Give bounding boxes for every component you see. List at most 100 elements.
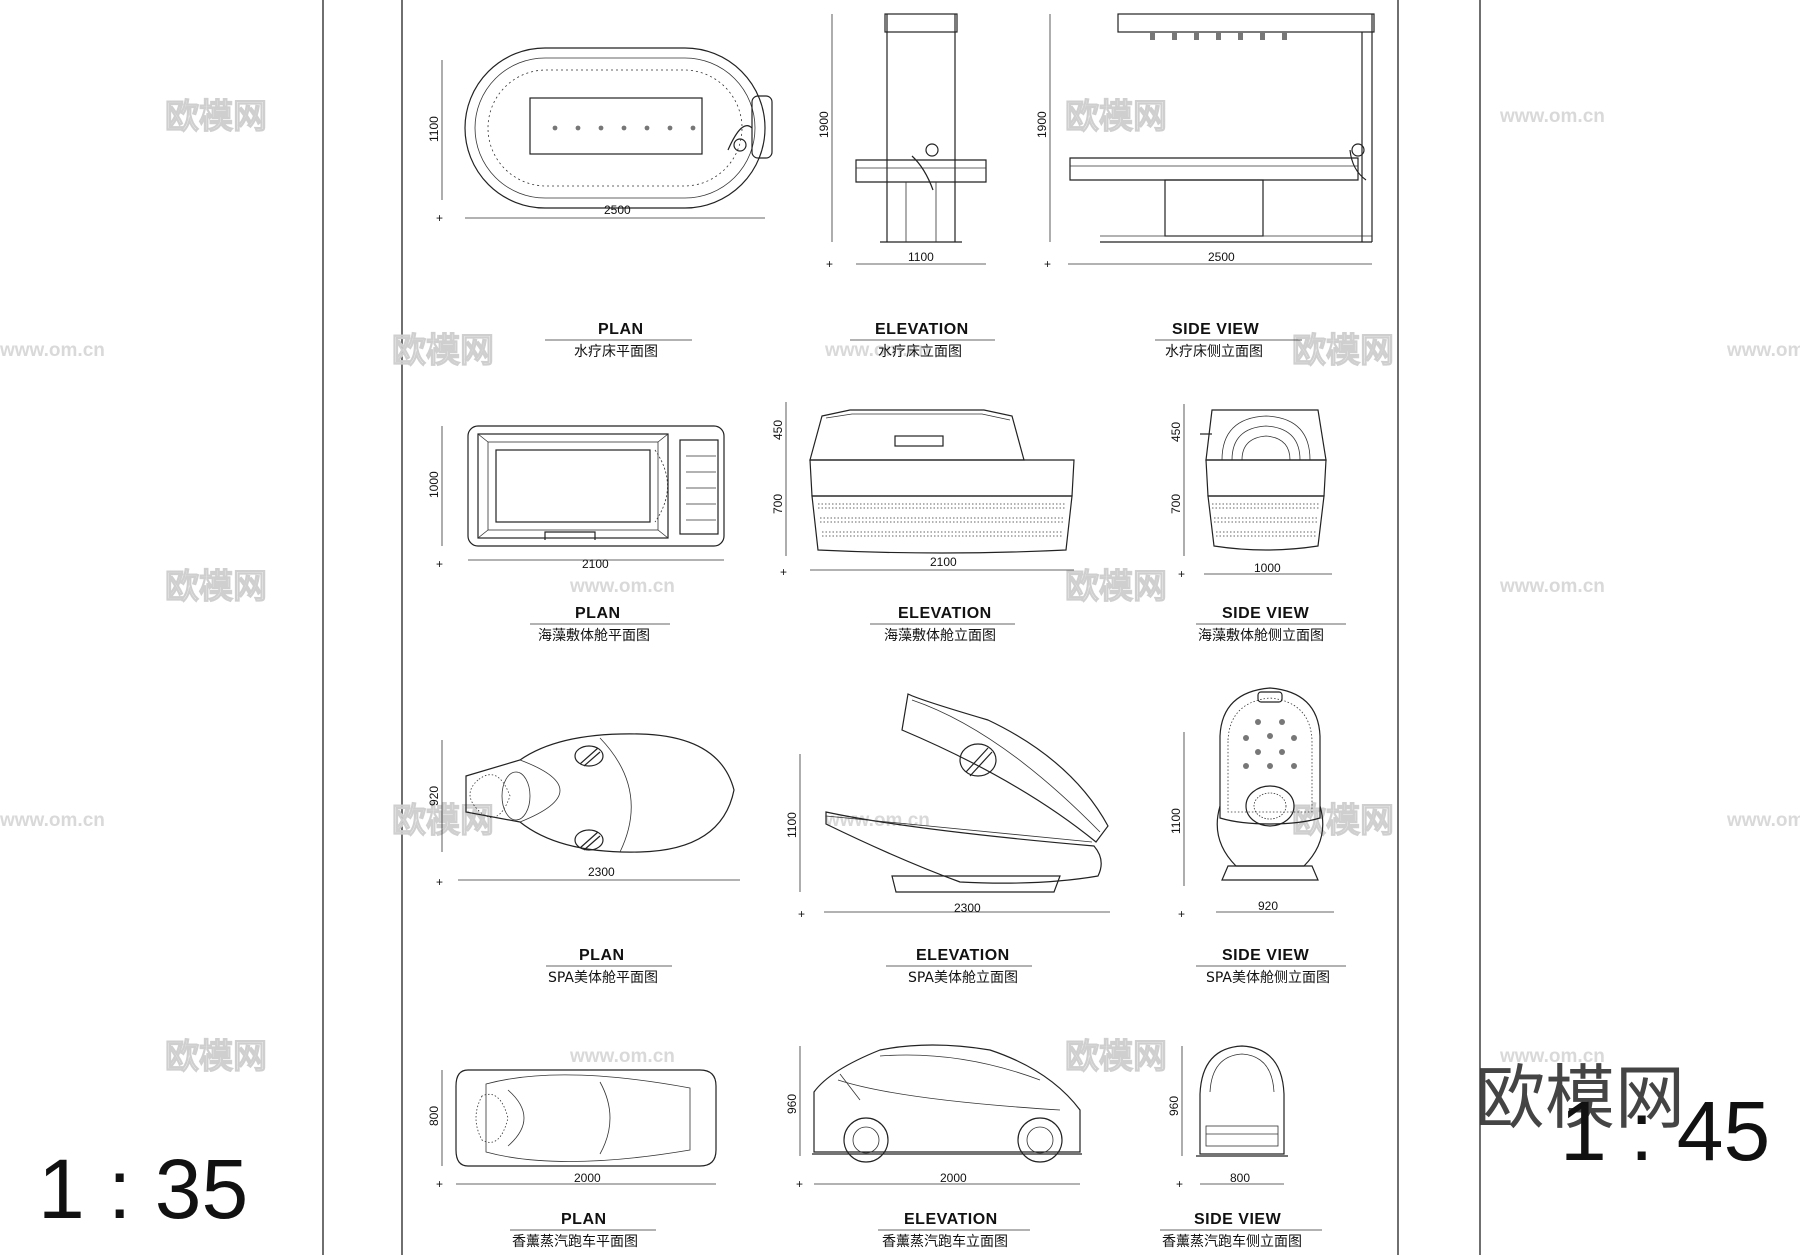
sheet-frame [322,0,1481,1255]
view-title: ELEVATION [904,1211,998,1228]
view-title: ELEVATION [916,947,1010,964]
view-title: ELEVATION [875,321,969,338]
view-subtitle: 香薰蒸汽跑车侧立面图 [1162,1233,1302,1250]
view-subtitle: 海藻敷体舱平面图 [538,628,650,644]
watermark-brand: 欧模网 [165,1037,267,1077]
watermark-url: www.om.cn [1499,576,1605,597]
scale-label-left: 1 : 35 [38,1142,248,1236]
watermark-url: www.om.cn [0,810,105,831]
dim-label: 2000 [940,1171,967,1185]
view-title: SIDE VIEW [1222,947,1310,964]
watermark-brand: 欧模网 [392,331,494,371]
aroma-steam-car-elevation: 960 2000 + [785,1044,1082,1191]
svg-text:+: + [436,875,443,889]
dim-label: 450 [771,420,785,440]
view-title: SIDE VIEW [1194,1211,1282,1228]
svg-text:+: + [436,211,443,225]
dim-label: 2000 [574,1171,601,1185]
view-title: PLAN [579,947,625,964]
dim-label: 2500 [604,203,631,217]
aroma-steam-car-plan: 800 2000 + [427,1069,717,1191]
svg-text:+: + [780,565,787,579]
row-4-labels: PLAN 香薰蒸汽跑车平面图 ELEVATION 香薰蒸汽跑车立面图 SIDE … [510,1211,1322,1250]
watermark-url: www.om.cn [824,340,930,361]
view-subtitle: SPA美体舱立面图 [908,970,1018,986]
svg-text:+: + [1178,907,1185,921]
view-title: ELEVATION [898,605,992,622]
dim-label: 2300 [588,865,615,879]
dim-label: 2100 [930,555,957,569]
dim-label: 1000 [1254,561,1281,575]
dim-label: 2100 [582,557,609,571]
spa-capsule-elevation: 1100 2300 + [785,693,1110,921]
dim-label: 960 [785,1094,799,1114]
watermark-brand: 欧模网 [392,801,494,841]
view-title: SIDE VIEW [1172,321,1260,338]
row-1-labels: PLAN 水疗床平面图 ELEVATION 水疗床立面图 SIDE VIEW 水… [545,321,1302,360]
view-subtitle: 水疗床平面图 [574,344,658,360]
dim-label: 1100 [908,250,934,264]
dim-label: 920 [427,786,441,806]
hydro-bed-plan: 1100 2500 + [427,47,773,225]
view-subtitle: 香薰蒸汽跑车平面图 [512,1233,638,1250]
view-subtitle: 海藻敷体舱立面图 [884,628,996,644]
watermark-brand: 欧模网 [1065,567,1167,607]
svg-text:+: + [1176,1177,1183,1191]
spa-capsule-side-view: 1100 920 + [1169,687,1334,921]
scale-label-right: 1 : 45 [1560,1084,1770,1178]
view-title: PLAN [598,321,644,338]
seaweed-capsule-plan: 1000 2100 + [427,425,725,571]
svg-text:+: + [1044,257,1051,271]
dim-label: 1100 [1169,808,1183,834]
watermark-brand-large: 欧模网 [1475,1057,1685,1139]
watermark-brand: 欧模网 [165,567,267,607]
view-subtitle: 水疗床侧立面图 [1165,344,1263,360]
aroma-steam-car-side-view: 960 800 + [1167,1045,1288,1191]
svg-text:+: + [436,1177,443,1191]
hydro-bed-side-view: 1900 2500 + [1035,13,1375,271]
svg-text:+: + [1178,567,1185,581]
view-title: PLAN [561,1211,607,1228]
dim-label: 800 [1230,1171,1250,1185]
row-2-labels: PLAN 海藻敷体舱平面图 ELEVATION 海藻敷体舱立面图 SIDE VI… [530,605,1346,644]
watermark-url: www.om.cn [1726,340,1800,361]
watermark-brand: 欧模网 [165,97,267,137]
view-subtitle: 海藻敷体舱侧立面图 [1198,628,1324,644]
dim-label: 920 [1258,899,1278,913]
seaweed-capsule-side-view: 450 700 1000 + [1169,404,1332,581]
dim-label: 700 [1169,494,1183,514]
svg-text:+: + [798,907,805,921]
row-3-labels: PLAN SPA美体舱平面图 ELEVATION SPA美体舱立面图 SIDE … [546,947,1346,986]
watermark-url: www.om.cn [824,810,930,831]
view-subtitle: SPA美体舱平面图 [548,970,658,986]
dim-label: 1100 [427,116,441,142]
spa-capsule-plan: 920 2300 + [427,733,740,889]
watermark-brand: 欧模网 [1065,97,1167,137]
view-subtitle: SPA美体舱侧立面图 [1206,970,1330,986]
seaweed-capsule-elevation: 450 700 2100 + [771,402,1075,579]
watermark-url: www.om.cn [1499,106,1605,127]
watermark-url: www.om.cn [569,1046,675,1067]
dim-label: 1100 [785,812,799,838]
dim-label: 1900 [1035,111,1049,138]
watermark-url: www.om.cn [1499,1046,1605,1067]
dim-label: 960 [1167,1096,1181,1116]
watermark-brand: 欧模网 [1292,331,1394,371]
watermark-url: www.om.cn [569,576,675,597]
view-title: PLAN [575,605,621,622]
dim-label: 450 [1169,422,1183,442]
dim-label: 700 [771,494,785,514]
watermark-url: www.om.cn [0,340,105,361]
dim-label: 2300 [954,901,981,915]
svg-text:+: + [826,257,833,271]
hydro-bed-elevation: 1900 1100 + [817,13,987,271]
dim-label: 2500 [1208,250,1235,264]
view-title: SIDE VIEW [1222,605,1310,622]
watermark-brand: 欧模网 [1065,1037,1167,1077]
view-subtitle: 香薰蒸汽跑车立面图 [882,1233,1008,1250]
dim-label: 800 [427,1106,441,1126]
watermark-url: www.om.cn [1726,810,1800,831]
svg-text:+: + [796,1177,803,1191]
view-subtitle: 水疗床立面图 [878,344,962,360]
